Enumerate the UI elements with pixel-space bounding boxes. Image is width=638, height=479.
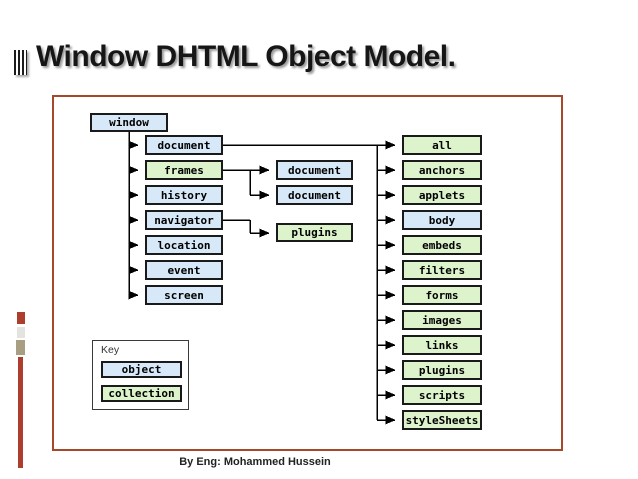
node-frames-document-2: document [276,185,353,205]
node-location: location [145,235,223,255]
node-doc-plugins: plugins [402,360,482,380]
node-screen: screen [145,285,223,305]
decoration-vertical-stripe [18,357,23,468]
node-doc-applets: applets [402,185,482,205]
node-frames-document-1: document [276,160,353,180]
node-doc-embeds: embeds [402,235,482,255]
decoration-square-tan [16,340,25,355]
node-doc-anchors: anchors [402,160,482,180]
node-event: event [145,260,223,280]
decoration-square-light [17,327,25,338]
node-navigator-plugins: plugins [276,223,353,242]
node-doc-links: links [402,335,482,355]
node-frames: frames [145,160,223,180]
node-doc-filters: filters [402,260,482,280]
footer-credit: By Eng: Mohammed Hussein [179,456,331,468]
node-doc-scripts: scripts [402,385,482,405]
key-object-sample: object [101,361,182,378]
node-doc-images: images [402,310,482,330]
node-doc-body: body [402,210,482,230]
key-title: Key [101,344,120,356]
title-bullet-icon [14,50,27,75]
node-doc-forms: forms [402,285,482,305]
key-collection-sample: collection [101,385,182,402]
node-history: history [145,185,223,205]
node-document: document [145,135,223,155]
diagram-key: Key object collection [92,340,189,410]
node-window: window [90,113,168,132]
decoration-square-red [17,312,25,324]
node-navigator: navigator [145,210,223,230]
node-doc-all: all [402,135,482,155]
node-doc-stylesheets: styleSheets [402,410,482,430]
page-title: Window DHTML Object Model. [36,40,456,73]
connector-lines [128,132,396,425]
diagram-frame: window document frames history navigator loca… [52,95,563,451]
